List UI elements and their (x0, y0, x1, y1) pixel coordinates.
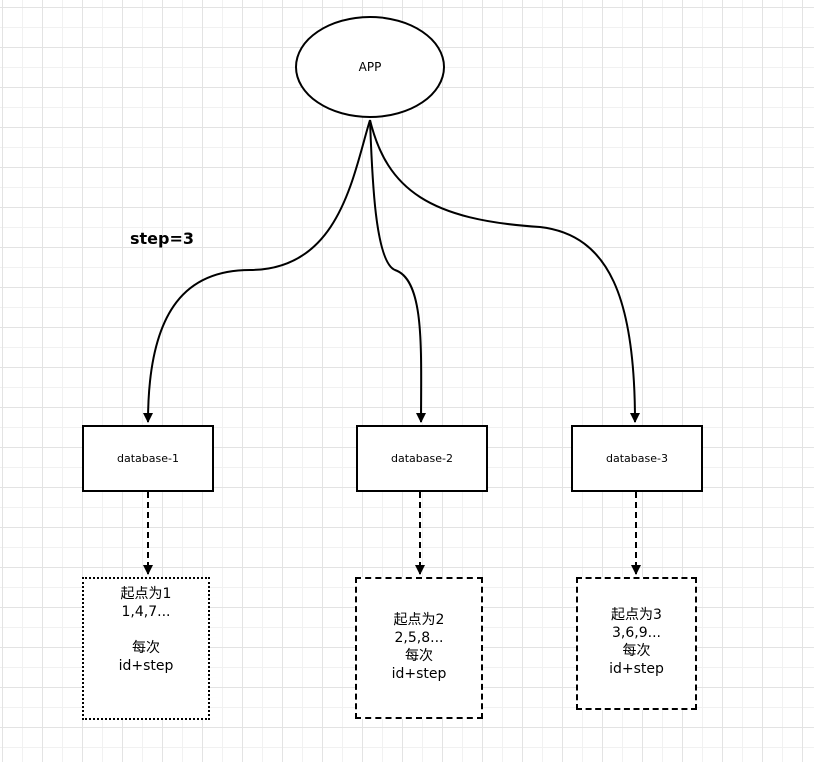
note-2-line-1: 起点为2 (393, 612, 445, 628)
note-1-line-1: 起点为1 (120, 586, 172, 602)
note-2-line-2: 2,5,8... (394, 630, 444, 646)
note-2-line-4: id+step (391, 666, 447, 682)
database-1-label: database-1 (117, 452, 179, 465)
note-1-line-5: id+step (118, 658, 174, 674)
note-1-line-2: 1,4,7... (121, 604, 171, 620)
note-3-line-3: 每次 (622, 643, 651, 659)
note-database-2[interactable]: 起点为2 2,5,8... 每次 id+step (355, 577, 483, 719)
app-to-database-1-arrow (143, 119, 371, 423)
database-1-node[interactable]: database-1 (82, 425, 214, 492)
note-database-3[interactable]: 起点为3 3,6,9... 每次 id+step (576, 577, 697, 710)
app-to-database-2-arrow (369, 119, 427, 423)
note-3-line-4: id+step (609, 661, 664, 677)
note-database-1[interactable]: 起点为1 1,4,7... 每次 id+step (82, 577, 210, 720)
app-node[interactable]: APP (295, 16, 445, 118)
database-3-label: database-3 (606, 452, 668, 465)
note-2-line-3: 每次 (405, 648, 433, 664)
app-to-database-3-arrow (369, 119, 640, 423)
note-3-line-1: 起点为3 (611, 607, 662, 623)
database-2-node[interactable]: database-2 (356, 425, 488, 492)
step-label: step=3 (130, 229, 195, 248)
app-label: APP (358, 60, 382, 74)
note-3-line-2: 3,6,9... (612, 625, 661, 641)
database-2-label: database-2 (391, 452, 453, 465)
note-1-line-4: 每次 (132, 640, 160, 656)
database-3-node[interactable]: database-3 (571, 425, 703, 492)
